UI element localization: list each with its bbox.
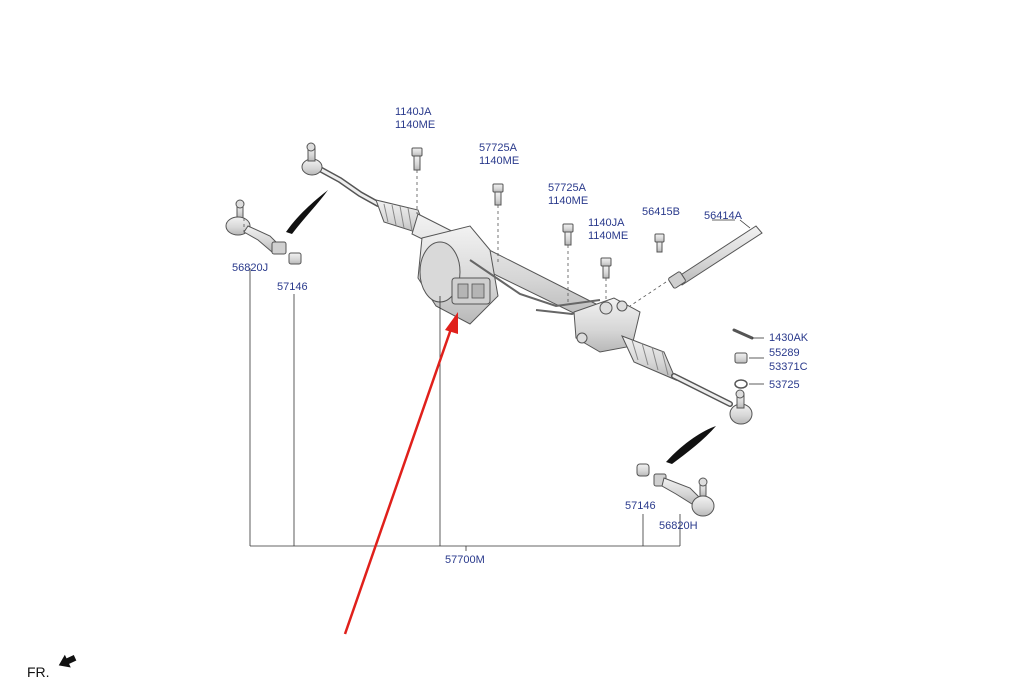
highlight-arrow <box>343 312 458 635</box>
bolt-1140ja-lower <box>600 257 612 279</box>
part-label-57146: 57146 <box>277 281 308 293</box>
front-indicator-label: FR. <box>27 664 50 680</box>
part-label-57725a: 57725A <box>479 142 517 154</box>
tie-rod-end-56820j <box>225 199 287 255</box>
dashed-leaders <box>243 170 667 307</box>
washer-53725 <box>734 379 748 389</box>
left-swoosh-indicator <box>286 190 328 234</box>
bolt-57725a-upper <box>492 183 504 206</box>
solid-leaders <box>249 219 764 551</box>
part-label-1140me: 1140ME <box>395 119 436 131</box>
part-label-57725a: 57725A <box>548 182 586 194</box>
bolt-57725a-lower <box>562 223 574 246</box>
part-label-1140me: 1140ME <box>479 155 520 167</box>
part-label-53371c: 53371C <box>769 361 808 373</box>
part-label-1430ak: 1430AK <box>769 332 809 344</box>
part-label-56414a: 56414A <box>704 210 742 222</box>
part-label-53725: 53725 <box>769 379 800 391</box>
part-label-56820h: 56820H <box>659 520 698 532</box>
part-label-1140ja: 1140JA <box>395 106 432 118</box>
front-arrow-icon <box>58 654 77 668</box>
castle-nut-55289 <box>734 352 748 364</box>
shaft-56414a <box>668 225 763 289</box>
part-label-1140me: 1140ME <box>588 230 629 242</box>
bolt-1140ja-upper <box>411 147 423 171</box>
nut-57146-left <box>288 252 302 265</box>
part-label-57146: 57146 <box>625 500 656 512</box>
part-label-55289: 55289 <box>769 347 800 359</box>
cotter-pin-1430ak <box>732 328 754 340</box>
steering-rack-assembly <box>301 142 753 425</box>
part-label-1140ja: 1140JA <box>588 217 625 229</box>
left-outer-tie-rod-end <box>301 142 323 176</box>
part-label-1140me: 1140ME <box>548 195 589 207</box>
right-swoosh-indicator <box>666 426 716 464</box>
right-outer-tie-rod-end <box>729 389 753 425</box>
bolt-56415b <box>654 233 665 253</box>
eps-motor-unit <box>417 225 499 325</box>
part-label-56820j: 56820J <box>232 262 269 274</box>
part-label-57700m: 57700M <box>445 554 485 566</box>
tie-rod-end-56820h <box>653 473 715 517</box>
part-label-56415b: 56415B <box>642 206 680 218</box>
nut-57146-right <box>636 463 650 477</box>
